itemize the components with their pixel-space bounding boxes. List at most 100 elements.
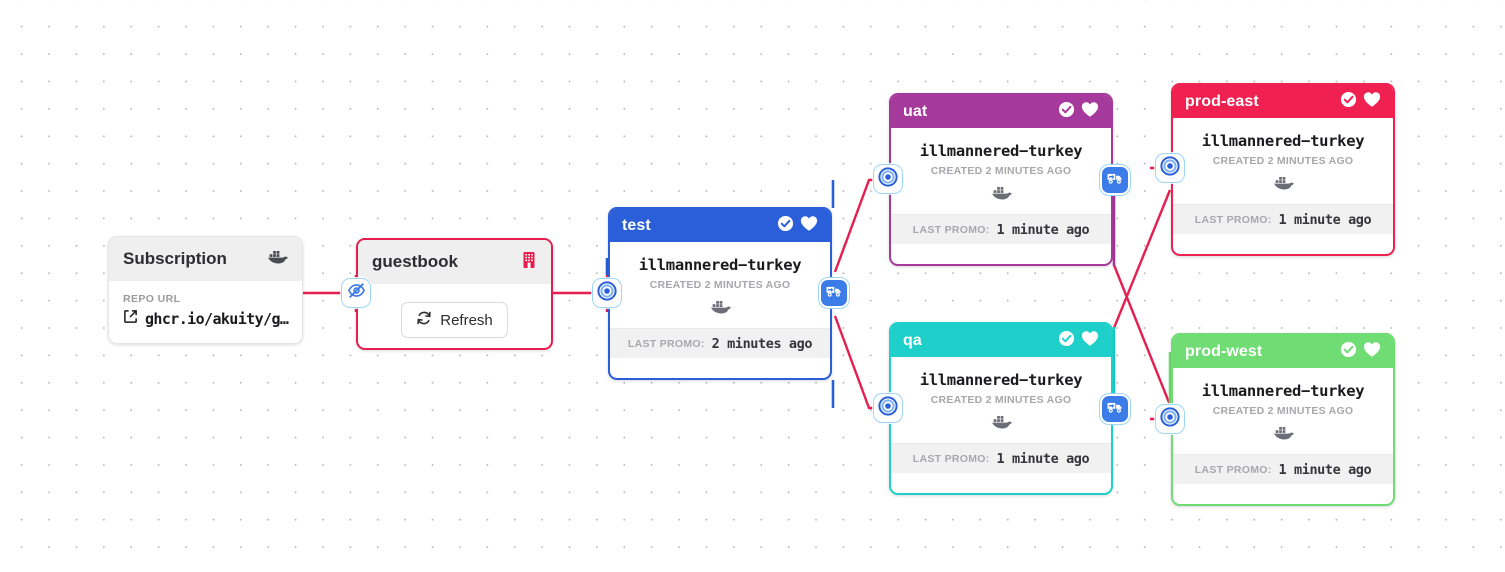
repo-url-value: ghcr.io/akuity/g…	[145, 309, 289, 328]
freight-created-label: CREATED 2 MINUTES AGO	[1212, 155, 1354, 167]
last-promo-label: LAST PROMO:	[627, 337, 705, 350]
last-promo-label: LAST PROMO:	[912, 452, 990, 465]
freight-created-label: CREATED 2 MINUTES AGO	[649, 279, 791, 291]
eye-slash-badge[interactable]	[341, 278, 371, 308]
eye-slash-icon	[347, 281, 366, 305]
bullseye-target-icon	[878, 395, 898, 421]
stage-node-footer: LAST PROMO: 1 minute ago	[891, 443, 1111, 473]
target-badge-prod-east[interactable]	[1155, 153, 1185, 183]
stage-header-prod-east: prod-east	[1173, 85, 1393, 118]
stage-node-prod-east[interactable]: prod-east illmanner	[1171, 83, 1395, 256]
stage-node-footer: LAST PROMO: 2 minutes ago	[610, 328, 830, 358]
promote-badge-qa[interactable]	[1099, 393, 1131, 425]
last-promo-value: 1 minute ago	[1278, 211, 1372, 228]
check-circle-icon[interactable]	[1340, 341, 1357, 363]
docker-whale-icon	[266, 248, 288, 270]
artifact-row	[1183, 174, 1383, 196]
stage-node-footer: LAST PROMO: 1 minute ago	[1173, 204, 1393, 234]
docker-whale-icon	[990, 184, 1012, 206]
docker-whale-icon	[1272, 174, 1294, 196]
stage-node-body: illmannered−turkey CREATED 2 MINUTES AGO	[1173, 118, 1393, 204]
docker-whale-icon	[990, 413, 1012, 435]
stage-status-icons	[1058, 101, 1099, 123]
stage-name-qa: qa	[903, 331, 922, 349]
stage-name-prod-west: prod-west	[1185, 342, 1263, 360]
edge-uat-prodwest	[1112, 264, 1172, 406]
warehouse-title: guestbook	[372, 252, 458, 271]
stage-status-icons	[1058, 330, 1099, 352]
repo-url-row[interactable]: ghcr.io/akuity/g…	[123, 309, 289, 328]
stage-name-test: test	[622, 216, 651, 234]
freight-name: illmannered−turkey	[1201, 382, 1365, 400]
warehouse-panel-header: guestbook	[358, 240, 551, 284]
warehouse-panel[interactable]: guestbook	[356, 238, 553, 350]
check-circle-icon[interactable]	[1058, 101, 1075, 123]
warehouse-building-icon	[521, 251, 537, 274]
heart-icon[interactable]	[1363, 91, 1381, 113]
last-promo-value: 2 minutes ago	[711, 335, 813, 352]
bullseye-target-icon	[1160, 155, 1180, 181]
repo-url-label: REPO URL	[123, 293, 181, 305]
stage-node-uat[interactable]: uat illmannered−tur	[889, 93, 1113, 266]
promote-badge-test[interactable]	[818, 277, 850, 309]
freight-name: illmannered−turkey	[919, 142, 1083, 160]
last-promo-label: LAST PROMO:	[912, 223, 990, 236]
stage-node-body: illmannered−turkey CREATED 2 MINUTES AGO	[1173, 368, 1393, 454]
target-badge-test[interactable]	[592, 278, 622, 308]
stage-node-test[interactable]: test illmannered−tu	[608, 207, 832, 380]
heart-icon[interactable]	[1081, 330, 1099, 352]
bullseye-target-icon	[597, 280, 617, 306]
stage-header-test: test	[610, 209, 830, 242]
last-promo-label: LAST PROMO:	[1194, 213, 1272, 226]
stage-node-body: illmannered−turkey CREATED 2 MINUTES AGO	[891, 357, 1111, 443]
promote-badge-uat[interactable]	[1099, 164, 1131, 196]
freight-created-label: CREATED 2 MINUTES AGO	[930, 394, 1072, 406]
stage-status-icons	[1340, 341, 1381, 363]
freight-created-label: CREATED 2 MINUTES AGO	[1212, 405, 1354, 417]
stage-name-uat: uat	[903, 102, 928, 120]
check-circle-icon[interactable]	[1058, 330, 1075, 352]
last-promo-value: 1 minute ago	[996, 221, 1090, 238]
last-promo-value: 1 minute ago	[996, 450, 1090, 467]
artifact-row	[1183, 424, 1383, 446]
heart-icon[interactable]	[1363, 341, 1381, 363]
heart-icon[interactable]	[800, 215, 818, 237]
stage-status-icons	[777, 215, 818, 237]
stage-name-prod-east: prod-east	[1185, 92, 1259, 110]
stage-node-body: illmannered−turkey CREATED 2 MINUTES AGO	[610, 242, 830, 328]
check-circle-icon[interactable]	[777, 215, 794, 237]
stage-node-qa[interactable]: qa illmannered−turk	[889, 322, 1113, 495]
stage-node-prod-west[interactable]: prod-west illmanner	[1171, 333, 1395, 506]
artifact-row	[901, 413, 1101, 435]
last-promo-label: LAST PROMO:	[1194, 463, 1272, 476]
bullseye-target-icon	[878, 166, 898, 192]
freight-name: illmannered−turkey	[919, 371, 1083, 389]
external-link-icon	[123, 309, 138, 328]
subscription-panel-header: Subscription	[109, 237, 302, 281]
subscription-panel[interactable]: Subscription REPO URL	[108, 236, 303, 344]
check-circle-icon[interactable]	[1340, 91, 1357, 113]
freight-created-label: CREATED 2 MINUTES AGO	[930, 165, 1072, 177]
subscription-panel-body: REPO URL ghcr.io/akuity/g…	[109, 281, 302, 340]
warehouse-panel-body: Refresh	[358, 284, 551, 348]
stage-node-body: illmannered−turkey CREATED 2 MINUTES AGO	[891, 128, 1111, 214]
freight-name: illmannered−turkey	[638, 256, 802, 274]
stage-node-footer: LAST PROMO: 1 minute ago	[1173, 454, 1393, 484]
freight-name: illmannered−turkey	[1201, 132, 1365, 150]
artifact-row	[620, 298, 820, 320]
delivery-truck-icon	[825, 281, 844, 305]
refresh-button[interactable]: Refresh	[401, 302, 508, 338]
target-badge-uat[interactable]	[873, 164, 903, 194]
bullseye-target-icon	[1160, 406, 1180, 432]
stage-node-footer: LAST PROMO: 1 minute ago	[891, 214, 1111, 244]
edge-qa-prodeast	[1112, 189, 1172, 329]
target-badge-prod-west[interactable]	[1155, 404, 1185, 434]
target-badge-qa[interactable]	[873, 393, 903, 423]
heart-icon[interactable]	[1081, 101, 1099, 123]
refresh-icon	[416, 310, 432, 330]
delivery-truck-icon	[1106, 168, 1125, 192]
artifact-row	[901, 184, 1101, 206]
stage-header-prod-west: prod-west	[1173, 335, 1393, 368]
stage-header-uat: uat	[891, 95, 1111, 128]
